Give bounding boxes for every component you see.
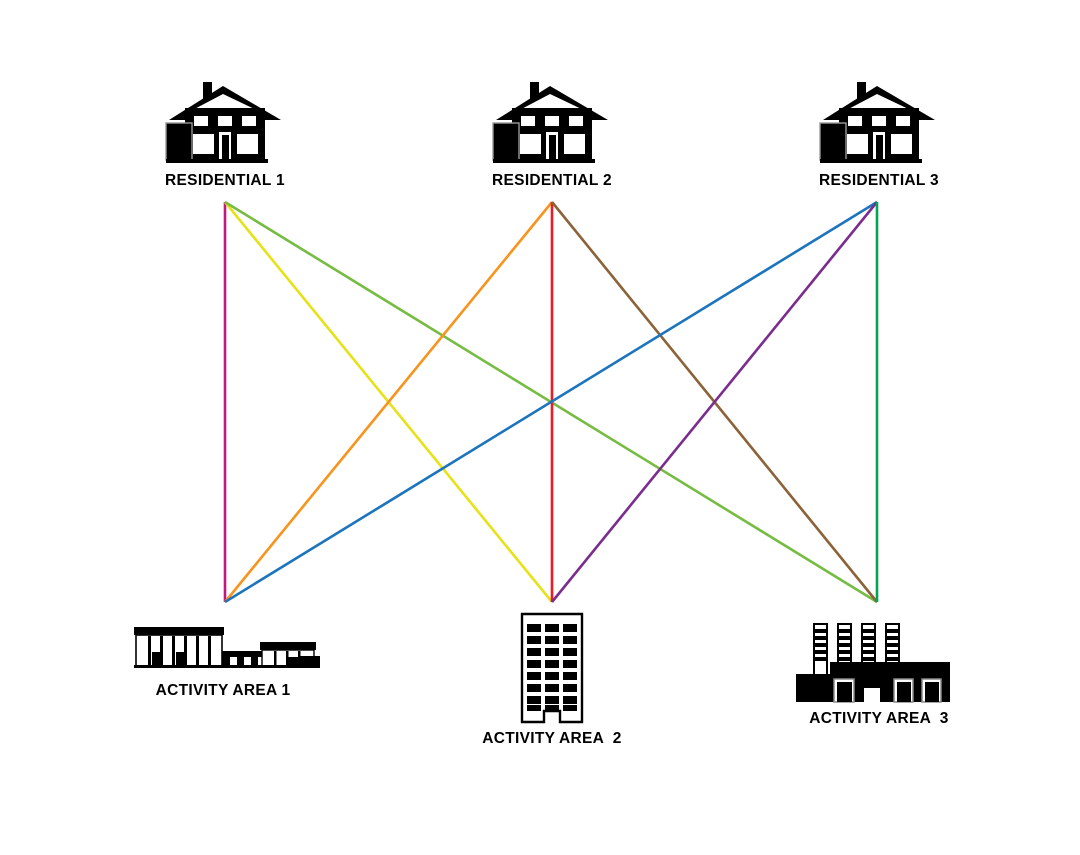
node-activity-area-1[interactable]: ACTIVITY AREA 1 — [126, 620, 320, 700]
node-label: RESIDENTIAL 3 — [819, 172, 939, 189]
house-icon — [492, 78, 612, 166]
node-label: RESIDENTIAL 1 — [165, 172, 285, 189]
node-residential-3[interactable]: RESIDENTIAL 3 — [782, 78, 976, 190]
node-residential-2[interactable]: RESIDENTIAL 2 — [455, 78, 649, 190]
node-label: RESIDENTIAL 2 — [492, 172, 612, 189]
connection-line-res3-act1 — [224, 200, 878, 604]
connection-line-res2-act1 — [223, 201, 554, 603]
house-icon — [819, 78, 939, 166]
office-tower-icon — [455, 612, 649, 724]
node-label: ACTIVITY AREA 2 — [482, 730, 622, 747]
node-label: ACTIVITY AREA 3 — [809, 710, 949, 727]
factory-icon — [782, 612, 976, 704]
connection-line-res3-act2 — [550, 201, 879, 603]
node-label: ACTIVITY AREA 1 — [155, 682, 291, 699]
node-activity-area-3[interactable]: ACTIVITY AREA 3 — [782, 612, 976, 728]
retail-complex-icon — [126, 620, 320, 676]
house-icon — [165, 78, 285, 166]
node-activity-area-2[interactable]: ACTIVITY AREA 2 — [455, 612, 649, 748]
node-residential-1[interactable]: RESIDENTIAL 1 — [128, 78, 322, 190]
